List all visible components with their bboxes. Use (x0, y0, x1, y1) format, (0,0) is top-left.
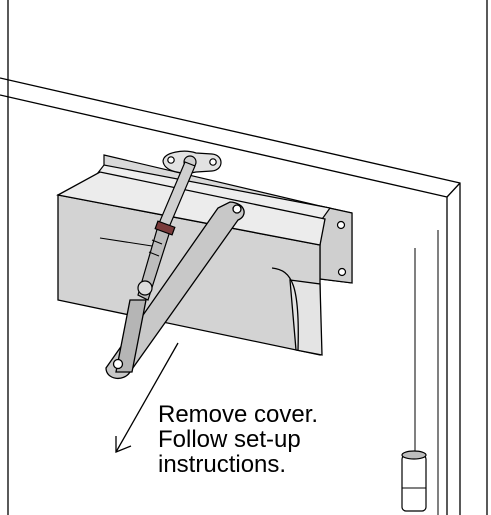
direction-arrow (115, 342, 179, 453)
elbow-pivot (137, 280, 153, 296)
forearm-clamp (154, 220, 176, 236)
plate-screw-top (336, 220, 346, 230)
frame-bevel-top (446, 182, 461, 198)
weight-top (401, 450, 427, 460)
forearm (137, 161, 196, 301)
plate-screw-bottom (337, 267, 347, 277)
main-arm-shaft-pivot (112, 358, 124, 370)
caption-line-1: Remove cover. (158, 401, 319, 428)
main-arm-shaft (115, 299, 147, 373)
caption-line-3: instructions. (158, 451, 287, 478)
bracket-screw-left (167, 156, 175, 164)
cover-lip (271, 267, 299, 351)
instruction-caption: Remove cover. Follow set-up instructions… (158, 402, 318, 477)
main-arm (105, 201, 245, 379)
bracket-screw-right (209, 158, 217, 166)
pull-weight (401, 248, 427, 512)
main-arm-tip-pivot (232, 204, 242, 214)
weight-body (401, 454, 427, 512)
caption-line-2: Follow set-up (158, 426, 301, 453)
